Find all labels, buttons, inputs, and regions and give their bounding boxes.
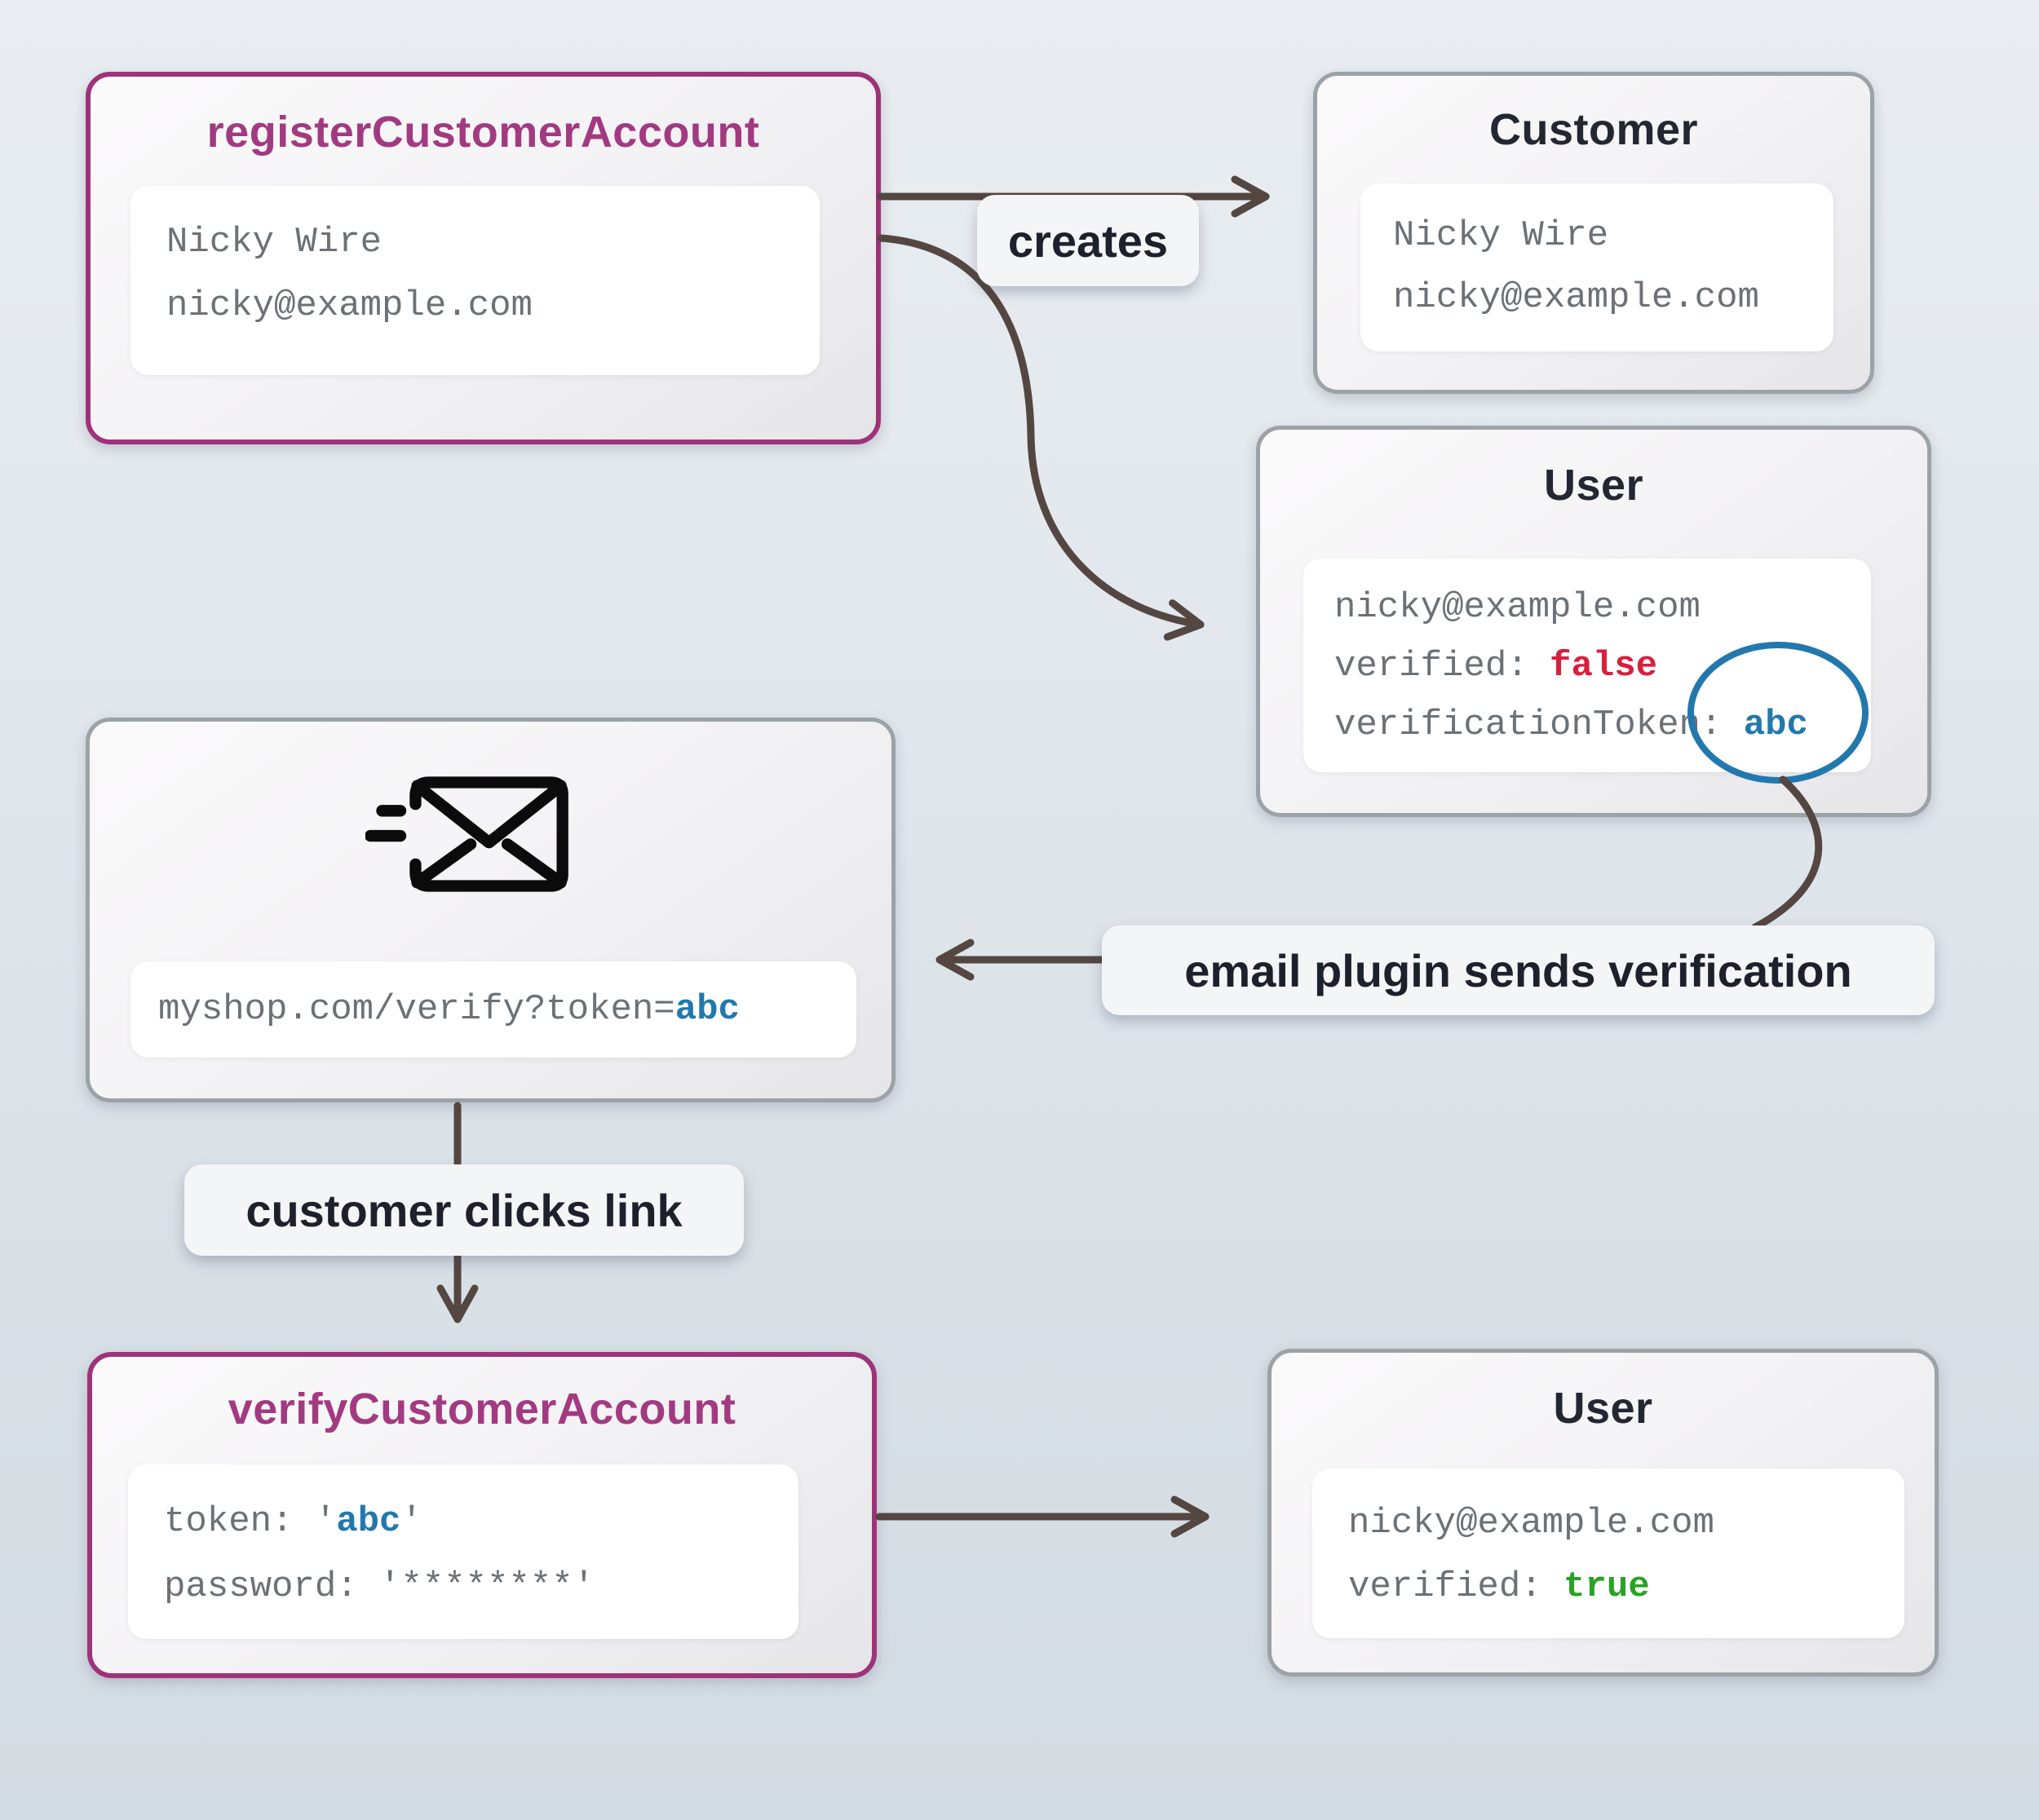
email-send-icon [365,776,568,892]
password-key: password: [164,1566,380,1607]
customer-email-line: nicky@example.com [1393,277,1759,318]
user-verified-email-line: nicky@example.com [1348,1503,1714,1544]
verification-token-key: verificationToken: [1334,705,1744,745]
customer-node-title: Customer [1488,105,1699,154]
token-close-quote: ' [400,1501,422,1542]
user-unverified-node: User nicky@example.com verified: false v… [1256,426,1931,817]
customer-node: Customer Nicky Wire nicky@example.com [1313,72,1874,394]
verify-token-line: token: 'abc' [164,1489,763,1554]
register-node-payload: Nicky Wire nicky@example.com [130,186,820,375]
token-highlight-ellipse [1687,642,1869,784]
customer-name-line: Nicky Wire [1393,215,1609,256]
verify-customer-account-node: verifyCustomerAccount token: 'abc' passw… [87,1352,877,1678]
user-unverified-verified-line: verified: false [1334,637,1840,696]
token-open-quote: ' [314,1501,337,1542]
user-verified-verified-line: verified: true [1348,1555,1869,1619]
register-customer-account-node: registerCustomerAccount Nicky Wire nicky… [86,72,881,444]
creates-edge-label: creates [977,195,1199,286]
token-value: abc [336,1501,401,1542]
verification-link-field: myshop.com/verify?token=abc [130,961,856,1058]
register-name-line: Nicky Wire [166,222,383,263]
verify-node-title: verifyCustomerAccount [228,1385,736,1433]
user-verified-node: User nicky@example.com verified: true [1267,1349,1939,1676]
verified-value-false: false [1550,646,1658,687]
password-value: '********' [379,1566,595,1607]
customer-clicks-edge-label: customer clicks link [184,1164,744,1256]
verification-url-prefix: myshop.com/verify?token= [158,989,675,1030]
verify-password-line: password: '********' [164,1554,763,1619]
email-plugin-edge-label: email plugin sends verification [1102,925,1935,1015]
customer-node-payload: Nicky Wire nicky@example.com [1360,183,1833,351]
user-verified-node-title: User [1553,1384,1653,1433]
creates-curve-arrow [877,234,1205,641]
register-email-line: nicky@example.com [166,285,533,326]
register-node-title: registerCustomerAccount [206,108,760,157]
user-unverified-email-line: nicky@example.com [1334,587,1701,628]
verify-node-payload: token: 'abc' password: '********' [128,1464,798,1639]
user-verified-payload: nicky@example.com verified: true [1312,1469,1904,1638]
token-key: token: [164,1501,315,1542]
verified-key: verified: [1334,646,1550,687]
verified-value-true: true [1564,1566,1650,1607]
verified-key-2: verified: [1348,1566,1564,1607]
verification-email-node: myshop.com/verify?token=abc [86,718,896,1102]
verification-link-line: myshop.com/verify?token=abc [158,989,740,1030]
verification-url-token: abc [675,989,740,1030]
user-unverified-node-title: User [1543,461,1644,510]
